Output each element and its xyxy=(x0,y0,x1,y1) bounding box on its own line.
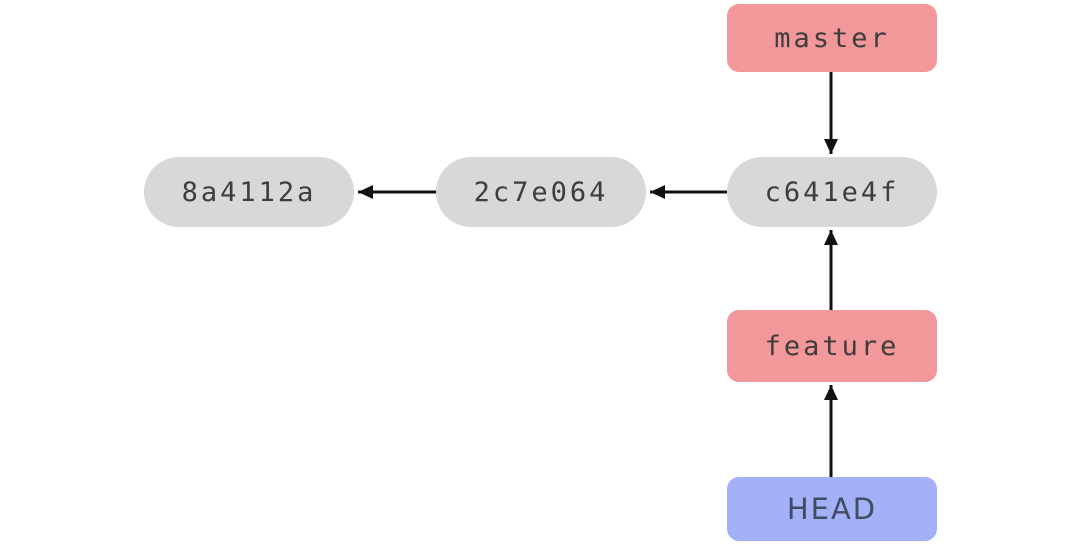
commit-2c7e064-text: 2c7e064 xyxy=(473,176,609,208)
head-label: HEAD xyxy=(727,477,937,541)
head-text: HEAD xyxy=(786,492,878,526)
commit-8a4112a-text: 8a4112a xyxy=(181,176,317,208)
commit-node-2c7e064: 2c7e064 xyxy=(436,157,646,227)
branch-feature-text: feature xyxy=(764,330,900,362)
commit-node-c641e4f: c641e4f xyxy=(727,157,937,227)
branch-master-text: master xyxy=(774,22,890,54)
commit-c641e4f-text: c641e4f xyxy=(764,176,900,208)
branch-label-feature: feature xyxy=(727,310,937,382)
branch-label-master: master xyxy=(727,4,937,72)
commit-node-8a4112a: 8a4112a xyxy=(144,157,354,227)
